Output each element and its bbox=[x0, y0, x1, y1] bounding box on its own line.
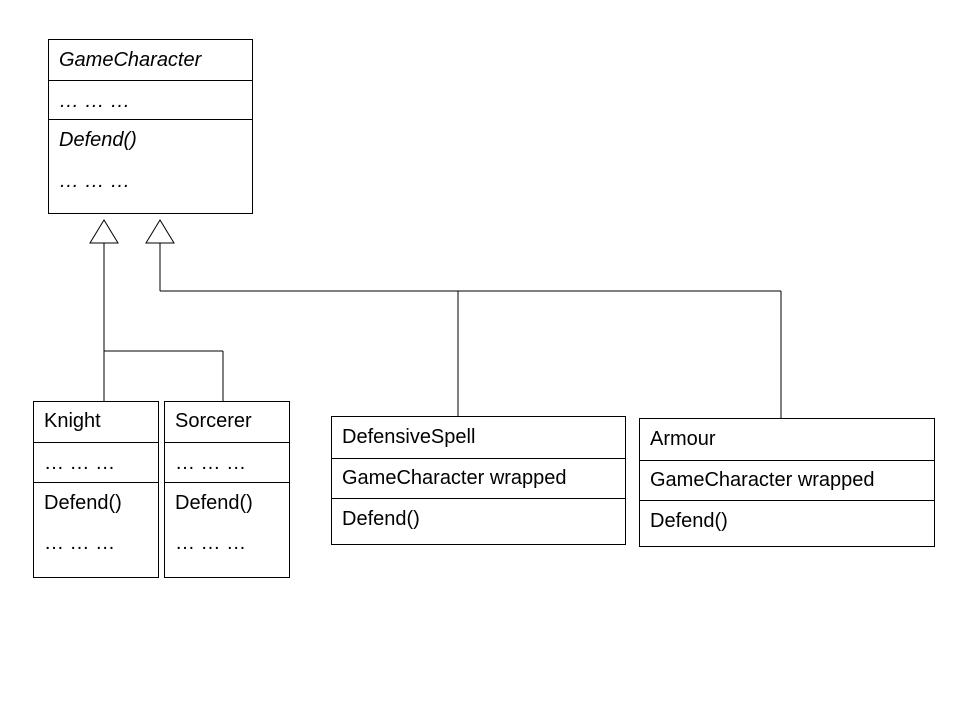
attributes-compartment: … … … bbox=[49, 80, 252, 119]
class-box-knight[interactable]: Knight … … … Defend() … … … bbox=[33, 401, 159, 578]
attributes-compartment: … … … bbox=[165, 442, 289, 482]
operations-compartment: Defend() bbox=[332, 498, 625, 544]
class-name-compartment: GameCharacter bbox=[49, 40, 252, 80]
operations-compartment: Defend() … … … bbox=[49, 119, 252, 213]
operation-placeholder: … … … bbox=[175, 532, 247, 554]
attribute-placeholder: … … … bbox=[44, 452, 116, 474]
operations-compartment: Defend() … … … bbox=[165, 482, 289, 577]
class-name: Sorcerer bbox=[175, 410, 252, 432]
class-name-compartment: Knight bbox=[34, 402, 158, 442]
attribute-wrapped: GameCharacter wrapped bbox=[342, 467, 567, 489]
operations-compartment: Defend() bbox=[640, 500, 934, 546]
class-name: Armour bbox=[650, 428, 716, 450]
class-box-sorcerer[interactable]: Sorcerer … … … Defend() … … … bbox=[164, 401, 290, 578]
attribute-placeholder: … … … bbox=[175, 452, 247, 474]
attributes-compartment: GameCharacter wrapped bbox=[640, 460, 934, 500]
class-name: DefensiveSpell bbox=[342, 426, 476, 448]
class-box-defensivespell[interactable]: DefensiveSpell GameCharacter wrapped Def… bbox=[331, 416, 626, 545]
class-name-compartment: Armour bbox=[640, 419, 934, 460]
operation-defend: Defend() bbox=[342, 508, 420, 530]
operation-defend: Defend() bbox=[59, 129, 137, 151]
operation-defend: Defend() bbox=[650, 510, 728, 532]
operation-defend: Defend() bbox=[44, 492, 122, 514]
class-box-gamecharacter[interactable]: GameCharacter … … … Defend() … … … bbox=[48, 39, 253, 214]
operation-defend: Defend() bbox=[175, 492, 253, 514]
attribute-wrapped: GameCharacter wrapped bbox=[650, 469, 875, 491]
operation-placeholder: … … … bbox=[59, 170, 131, 192]
class-name: GameCharacter bbox=[59, 49, 202, 71]
class-name: Knight bbox=[44, 410, 101, 432]
generalization-arrowhead-right bbox=[145, 219, 175, 244]
operation-placeholder: … … … bbox=[44, 532, 116, 554]
operations-compartment: Defend() … … … bbox=[34, 482, 158, 577]
class-name-compartment: Sorcerer bbox=[165, 402, 289, 442]
class-name-compartment: DefensiveSpell bbox=[332, 417, 625, 458]
attributes-compartment: … … … bbox=[34, 442, 158, 482]
class-box-armour[interactable]: Armour GameCharacter wrapped Defend() bbox=[639, 418, 935, 547]
attributes-compartment: GameCharacter wrapped bbox=[332, 458, 625, 498]
generalization-arrowhead-left bbox=[89, 219, 119, 244]
attribute-placeholder: … … … bbox=[59, 90, 131, 112]
